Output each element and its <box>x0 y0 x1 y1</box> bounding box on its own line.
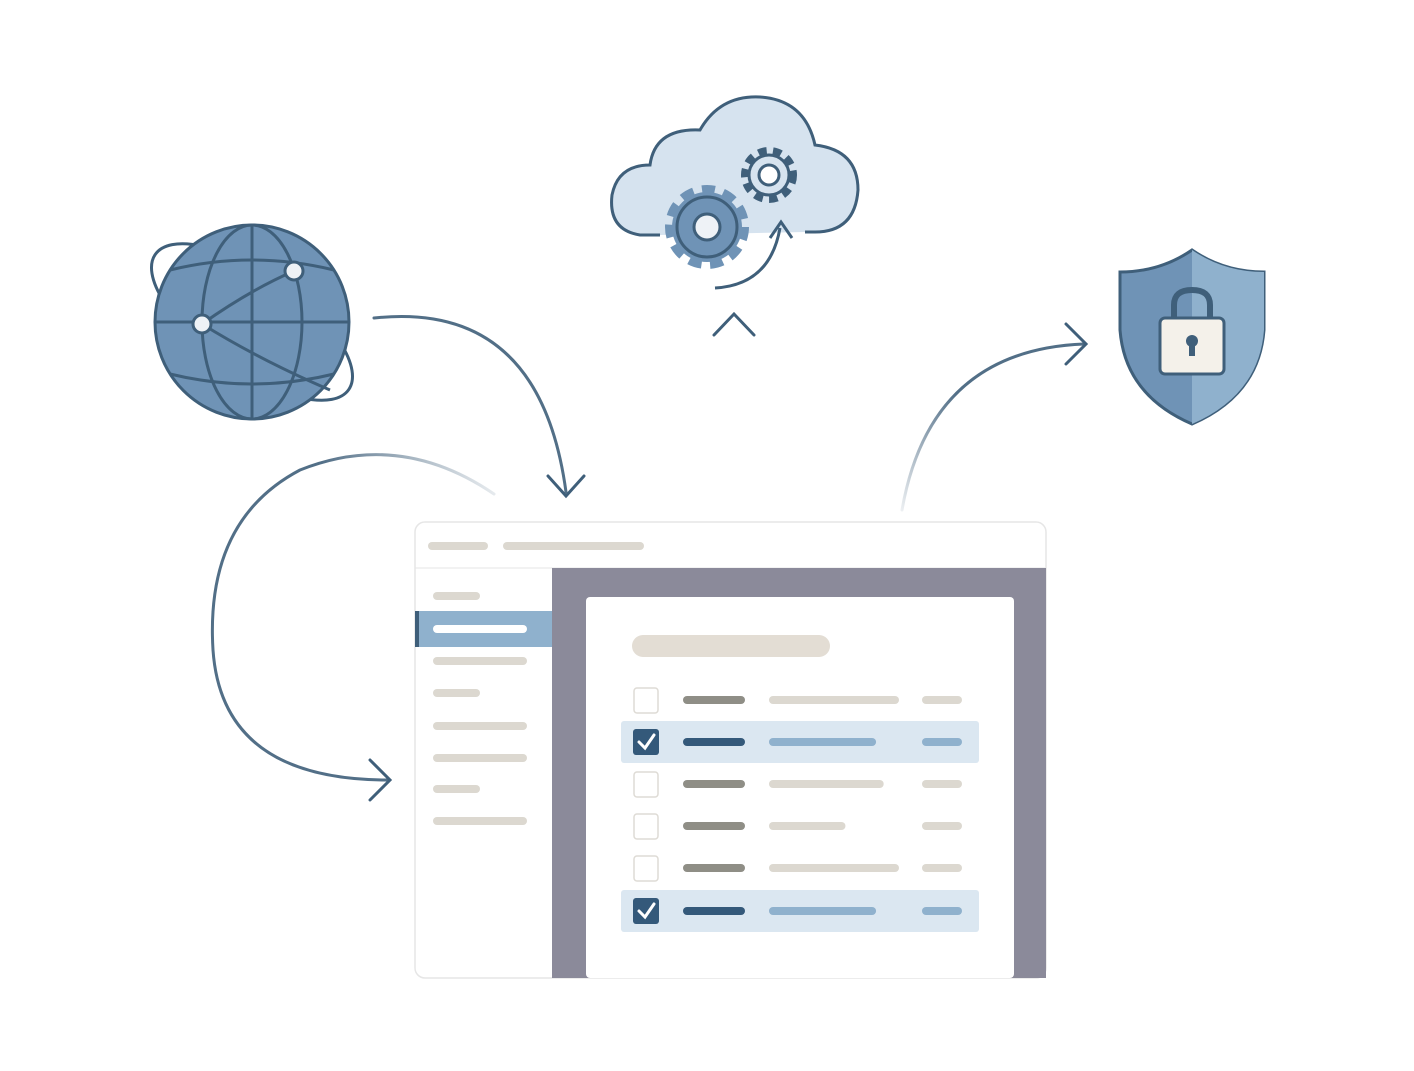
checkbox-checked[interactable] <box>633 729 659 755</box>
row-name-placeholder <box>683 738 745 746</box>
row-detail-placeholder <box>769 822 846 830</box>
checkbox-unchecked[interactable] <box>633 855 659 882</box>
table-row[interactable] <box>621 890 979 932</box>
arrow-app-to-shield <box>900 342 1086 512</box>
sidebar-item-placeholder <box>433 785 480 793</box>
window-title-placeholder <box>428 542 488 550</box>
row-name-placeholder <box>683 696 745 704</box>
sidebar-item[interactable] <box>433 785 480 793</box>
window-url-placeholder <box>503 542 644 550</box>
sidebar-item[interactable] <box>433 689 480 697</box>
row-detail-placeholder <box>769 738 877 746</box>
loop-arrow <box>210 453 496 782</box>
checkmark-icon <box>637 902 656 920</box>
row-name-placeholder <box>683 780 745 788</box>
sidebar-item-placeholder <box>433 817 527 825</box>
table-row[interactable] <box>633 855 962 882</box>
sidebar-item-placeholder <box>433 689 480 697</box>
sidebar-item-placeholder <box>433 592 480 600</box>
row-name-placeholder <box>683 864 745 872</box>
row-detail-placeholder <box>769 780 884 788</box>
app-window <box>414 521 1047 979</box>
checkbox-unchecked[interactable] <box>633 813 659 840</box>
sidebar-item[interactable] <box>433 657 527 665</box>
small-gear-icon <box>741 147 797 203</box>
sidebar-item[interactable] <box>433 817 527 825</box>
arrow-app-to-shield-head <box>1064 322 1089 366</box>
checkbox-checked[interactable] <box>633 898 659 924</box>
card-heading-placeholder <box>632 635 830 657</box>
checkbox-unchecked[interactable] <box>633 771 659 798</box>
row-meta-placeholder <box>922 864 962 872</box>
arrow-globe-to-app <box>372 315 568 494</box>
table <box>621 687 979 932</box>
row-meta-placeholder <box>922 780 962 788</box>
arrow-globe-to-app-head <box>546 474 586 499</box>
sidebar-item-placeholder <box>433 754 527 762</box>
row-meta-placeholder <box>922 696 962 704</box>
shield-lock-icon <box>1118 248 1266 426</box>
checkbox-unchecked[interactable] <box>633 687 659 714</box>
row-meta-placeholder <box>922 907 962 915</box>
row-meta-placeholder <box>922 822 962 830</box>
row-name-placeholder <box>683 907 745 915</box>
sidebar-item-placeholder <box>433 625 527 633</box>
checkmark-icon <box>637 733 656 751</box>
row-meta-placeholder <box>922 738 962 746</box>
table-row[interactable] <box>633 687 962 714</box>
table-row[interactable] <box>633 771 962 798</box>
row-detail-placeholder <box>769 907 877 915</box>
sidebar-active-marker <box>415 611 419 647</box>
arrow-app-to-cloud-head <box>712 311 756 337</box>
loop-arrow-head <box>368 758 393 802</box>
sidebar <box>415 592 552 825</box>
table-row[interactable] <box>633 813 962 840</box>
refresh-arrow-icon <box>714 219 794 290</box>
large-gear-icon <box>665 185 749 269</box>
sidebar-item[interactable] <box>433 592 480 600</box>
row-detail-placeholder <box>769 864 899 872</box>
sidebar-item[interactable] <box>433 754 527 762</box>
sidebar-item[interactable] <box>433 722 527 730</box>
sidebar-item[interactable] <box>415 611 552 647</box>
sidebar-item-placeholder <box>433 657 527 665</box>
globe-icon <box>149 223 355 421</box>
row-detail-placeholder <box>769 696 899 704</box>
table-row[interactable] <box>621 721 979 763</box>
cloud-gears-icon <box>610 95 860 290</box>
sidebar-item-placeholder <box>433 722 527 730</box>
row-name-placeholder <box>683 822 745 830</box>
